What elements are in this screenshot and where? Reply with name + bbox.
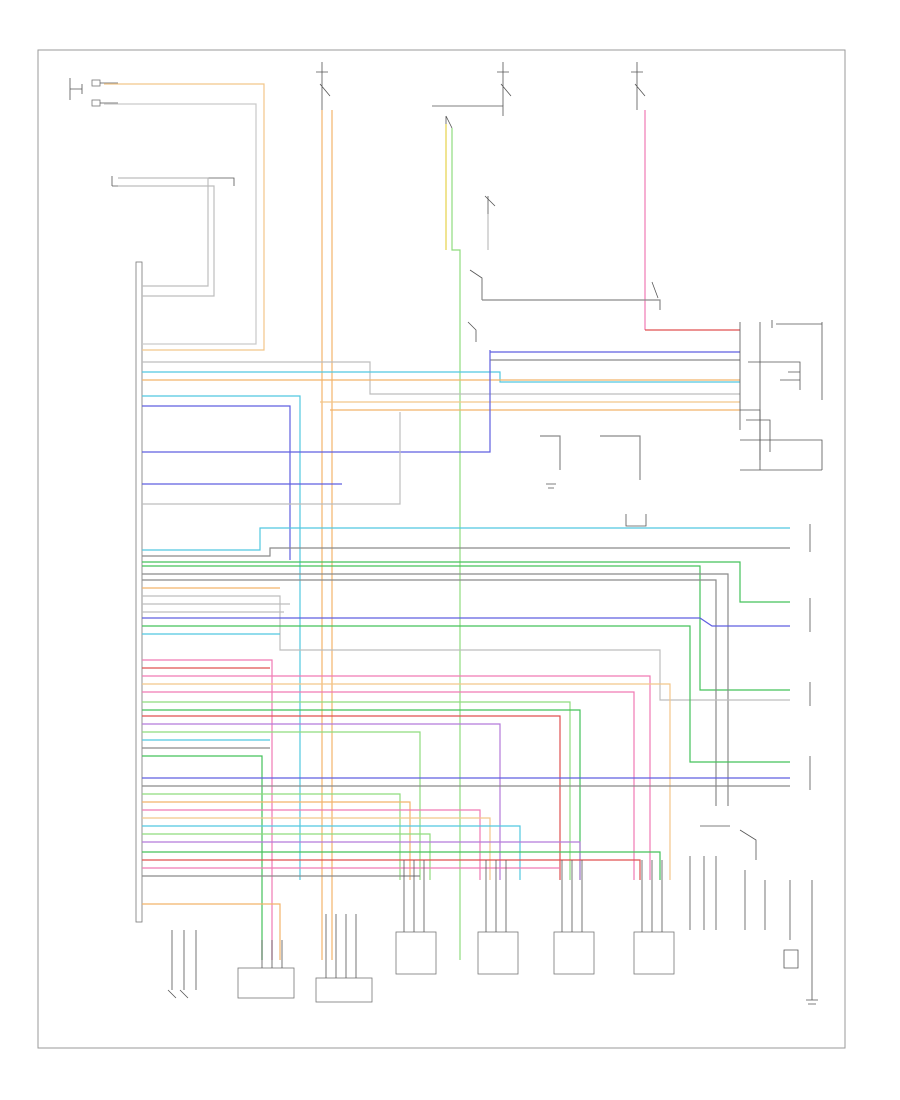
diagram-frame xyxy=(37,49,846,1049)
right-side-connectors xyxy=(546,320,823,1005)
control-module-connector xyxy=(135,261,143,923)
top-left-switch-group xyxy=(69,78,235,187)
wires xyxy=(104,83,790,960)
bottom-components xyxy=(167,860,675,1003)
top-power-group xyxy=(316,62,659,342)
